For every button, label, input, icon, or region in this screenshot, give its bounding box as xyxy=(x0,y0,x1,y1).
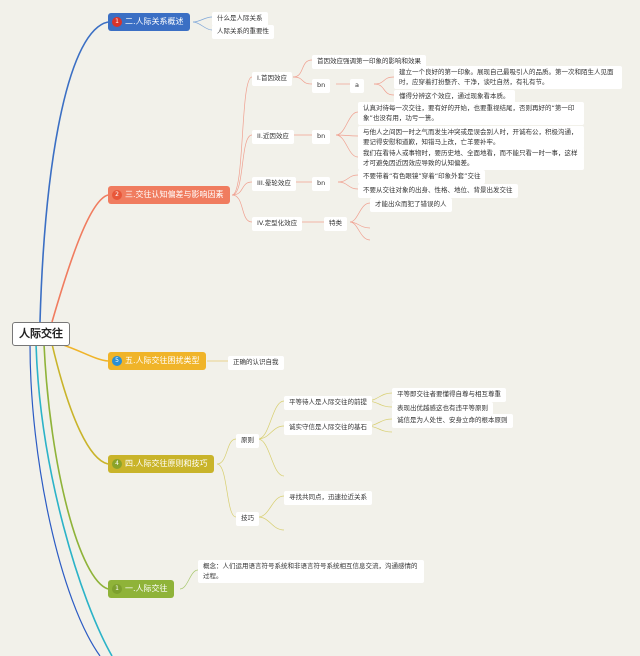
halo-detail-2[interactable]: 不要从交往对象的出身、性格、地位、背景出发交往 xyxy=(358,184,518,198)
recency-detail-1[interactable]: 认真对待每一次交往，要有好的开始，也要重视结尾，否则再好的“第一印象”也没有用，… xyxy=(358,102,584,125)
primacy-bn[interactable]: bn xyxy=(312,79,331,93)
branch-label: 一.人际交往 xyxy=(125,584,168,593)
number-badge-icon: 2 xyxy=(112,190,122,200)
topic-what-is-relationship[interactable]: 什么是人际关系 xyxy=(212,12,268,26)
branch-label: 三.交往认知偏差与影响因素 xyxy=(125,190,224,199)
number-badge-icon: 5 xyxy=(112,356,122,366)
topic-concept[interactable]: 概念：人们运用语言符号系统和非语言符号系统相互信息交流，沟通感情的过程。 xyxy=(198,560,424,583)
principle-honesty[interactable]: 诚实守信是人际交往的基石 xyxy=(284,421,372,435)
branch-label: 二.人际关系概述 xyxy=(125,17,184,26)
branch-relationship-overview[interactable]: 1 二.人际关系概述 xyxy=(108,13,190,31)
number-badge-icon: 1 xyxy=(112,17,122,27)
equality-detail-2[interactable]: 表现出优越感这也有违平等原则 xyxy=(392,402,493,416)
topic-recency-effect[interactable]: II.近因效应 xyxy=(252,130,294,144)
topic-primacy-effect[interactable]: I.首因效应 xyxy=(252,72,292,86)
primacy-detail-see-essence[interactable]: 懂得分辨这个效应，通过现象看本质。 xyxy=(394,90,515,104)
honesty-detail-1[interactable]: 诚信是为人处世、安身立命的根本原则 xyxy=(392,414,513,428)
topic-skills[interactable]: 技巧 xyxy=(236,512,259,526)
equality-detail-1[interactable]: 平等即交往者要懂得自尊与相互尊重 xyxy=(392,388,506,402)
halo-bn[interactable]: bn xyxy=(312,177,331,191)
topic-relationship-importance[interactable]: 人际关系的重要性 xyxy=(212,25,274,39)
recency-bn[interactable]: bn xyxy=(312,130,331,144)
recency-detail-3[interactable]: 我们在看待人或事物时，要历史地、全面地看，而不能只看一时一事，这样才可避免因近因… xyxy=(358,147,584,170)
topic-stereotype-effect[interactable]: IV.定型化效应 xyxy=(252,217,303,231)
topic-halo-effect[interactable]: III.晕轮效应 xyxy=(252,177,296,191)
branch-interpersonal-interaction[interactable]: 1 一.人际交往 xyxy=(108,580,174,598)
topic-principles[interactable]: 原则 xyxy=(236,434,259,448)
number-badge-icon: 4 xyxy=(112,459,122,469)
recency-detail-2[interactable]: 与他人之间因一时之气而发生冲突或是误会别人时，开诚布公，积极沟通，要记得安慰和道… xyxy=(358,126,584,149)
branch-cognitive-bias[interactable]: 2 三.交往认知偏差与影响因素 xyxy=(108,186,230,204)
skill-find-common-ground[interactable]: 寻找共同点，迅速拉近关系 xyxy=(284,491,372,505)
branch-interaction-trouble-types[interactable]: 5 五.人际交往困扰类型 xyxy=(108,352,206,370)
primacy-a[interactable]: a xyxy=(350,79,364,93)
root-topic[interactable]: 人际交往 xyxy=(12,322,70,346)
topic-self-knowledge[interactable]: 正确的认识自我 xyxy=(228,356,284,370)
primacy-detail-good-impression[interactable]: 建立一个良好的第一印象。展现自己最吸引人的品质。第一次和陌生人见面时，应穿着打扮… xyxy=(394,66,622,89)
stereotype-sub[interactable]: 特类 xyxy=(324,217,347,231)
number-badge-icon: 1 xyxy=(112,584,122,594)
branch-label: 四.人际交往原则和技巧 xyxy=(125,459,208,468)
primacy-definition[interactable]: 首因效应强调第一印象的影响和效果 xyxy=(312,55,426,69)
stereotype-detail[interactable]: 才能出众而犯了错误的人 xyxy=(370,198,452,212)
principle-equality[interactable]: 平等待人是人际交往的前提 xyxy=(284,396,372,410)
halo-detail-1[interactable]: 不要带着“有色眼镜”穿着“印象外套”交往 xyxy=(358,170,486,184)
branch-principles-and-skills[interactable]: 4 四.人际交往原则和技巧 xyxy=(108,455,214,473)
branch-label: 五.人际交往困扰类型 xyxy=(125,356,200,365)
